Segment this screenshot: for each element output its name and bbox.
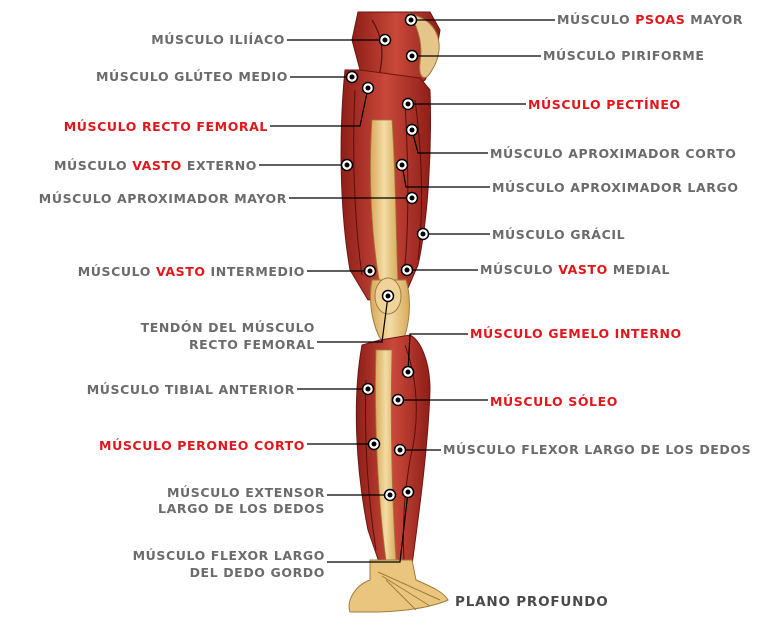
label-text: MÚSCULO EXTENSOR bbox=[167, 485, 325, 500]
right-6-marker-dot bbox=[405, 268, 410, 273]
right-label-5: MÚSCULO GRÁCIL bbox=[492, 227, 625, 242]
label-text: VASTO bbox=[156, 264, 206, 279]
label-text: MÚSCULO APROXIMADOR LARGO bbox=[492, 180, 739, 195]
label-text: VASTO bbox=[558, 262, 608, 277]
left-4-marker-dot bbox=[410, 196, 415, 201]
right-5-marker-dot bbox=[421, 232, 426, 237]
left-10-marker-dot bbox=[388, 493, 393, 498]
right-7-marker-dot bbox=[406, 370, 411, 375]
label-text: MÚSCULO APROXIMADOR MAYOR bbox=[39, 191, 287, 206]
left-label-2: MÚSCULO RECTO FEMORAL bbox=[64, 119, 268, 134]
right-3-marker-dot bbox=[410, 128, 415, 133]
label-text: MÚSCULO ILIÍACO bbox=[151, 32, 285, 47]
label-text: MÚSCULO FLEXOR LARGO DE LOS DEDOS bbox=[443, 442, 751, 457]
label-text: MAYOR bbox=[685, 12, 743, 27]
left-label-4: MÚSCULO APROXIMADOR MAYOR bbox=[39, 191, 287, 206]
right-label-9: MÚSCULO FLEXOR LARGO DE LOS DEDOS bbox=[443, 442, 751, 457]
caption: PLANO PROFUNDO bbox=[455, 594, 609, 610]
left-label-10: MÚSCULO EXTENSOR bbox=[167, 485, 325, 500]
label-text: MÚSCULO RECTO FEMORAL bbox=[64, 119, 268, 134]
label-text: RECTO FEMORAL bbox=[189, 337, 315, 352]
label-text: PSOAS bbox=[635, 12, 685, 27]
left-label-13: DEL DEDO GORDO bbox=[190, 565, 325, 580]
left-label-12: MÚSCULO FLEXOR LARGO bbox=[133, 548, 325, 563]
right-label-1: MÚSCULO PIRIFORME bbox=[543, 48, 704, 63]
label-text: MÚSCULO FLEXOR LARGO bbox=[133, 548, 325, 563]
right-label-3: MÚSCULO APROXIMADOR CORTO bbox=[490, 146, 736, 161]
left-label-1: MÚSCULO GLÚTEO MEDIO bbox=[96, 69, 288, 84]
label-text: MÚSCULO GEMELO INTERNO bbox=[470, 326, 682, 341]
left-label-8: MÚSCULO TIBIAL ANTERIOR bbox=[87, 382, 295, 397]
label-text: MÚSCULO PIRIFORME bbox=[543, 48, 704, 63]
right-label-6: MÚSCULO VASTO MEDIAL bbox=[480, 262, 670, 277]
left-6-marker-dot bbox=[386, 294, 391, 299]
foot-region bbox=[349, 560, 448, 612]
left-label-3: MÚSCULO VASTO EXTERNO bbox=[54, 158, 257, 173]
left-label-9: MÚSCULO PERONEO CORTO bbox=[99, 438, 305, 453]
left-5-marker-dot bbox=[368, 269, 373, 274]
label-text: MÚSCULO bbox=[480, 262, 558, 277]
left-label-7: RECTO FEMORAL bbox=[189, 337, 315, 352]
label-text: EXTERNO bbox=[182, 158, 257, 173]
left-2-marker-dot bbox=[366, 86, 371, 91]
right-2-marker-dot bbox=[406, 102, 411, 107]
label-text: LARGO DE LOS DEDOS bbox=[158, 501, 325, 516]
left-8-marker-dot bbox=[366, 387, 371, 392]
right-label-7: MÚSCULO GEMELO INTERNO bbox=[470, 326, 682, 341]
label-text: MÚSCULO bbox=[54, 158, 132, 173]
right-label-4: MÚSCULO APROXIMADOR LARGO bbox=[492, 180, 739, 195]
right-1-marker-dot bbox=[410, 54, 415, 59]
left-1-marker-dot bbox=[350, 75, 355, 80]
label-text: MEDIAL bbox=[608, 262, 670, 277]
label-text: INTERMEDIO bbox=[206, 264, 305, 279]
label-text: MÚSCULO SÓLEO bbox=[490, 394, 618, 409]
left-label-6: TENDÓN DEL MÚSCULO bbox=[141, 320, 315, 335]
left-label-5: MÚSCULO VASTO INTERMEDIO bbox=[78, 264, 305, 279]
right-8-marker-dot bbox=[396, 398, 401, 403]
right-4-marker-dot bbox=[400, 163, 405, 168]
label-text: MÚSCULO bbox=[557, 12, 635, 27]
label-text: MÚSCULO APROXIMADOR CORTO bbox=[490, 146, 736, 161]
left-12-marker-dot bbox=[406, 490, 411, 495]
label-text: TENDÓN DEL MÚSCULO bbox=[141, 320, 315, 335]
right-9-marker-dot bbox=[398, 448, 403, 453]
left-9-marker-dot bbox=[372, 442, 377, 447]
label-text: MÚSCULO PERONEO CORTO bbox=[99, 438, 305, 453]
label-text: DEL DEDO GORDO bbox=[190, 565, 325, 580]
label-text: MÚSCULO bbox=[78, 264, 156, 279]
right-label-8: MÚSCULO SÓLEO bbox=[490, 394, 618, 409]
left-3-marker-dot bbox=[345, 163, 350, 168]
label-text: MÚSCULO TIBIAL ANTERIOR bbox=[87, 382, 295, 397]
label-text: MÚSCULO PECTÍNEO bbox=[528, 97, 681, 112]
left-0-marker-dot bbox=[383, 38, 388, 43]
right-label-0: MÚSCULO PSOAS MAYOR bbox=[557, 12, 743, 27]
label-text: MÚSCULO GRÁCIL bbox=[492, 227, 625, 242]
right-label-2: MÚSCULO PECTÍNEO bbox=[528, 97, 681, 112]
left-label-11: LARGO DE LOS DEDOS bbox=[158, 501, 325, 516]
right-0-marker-dot bbox=[409, 18, 414, 23]
label-text: VASTO bbox=[132, 158, 182, 173]
label-text: MÚSCULO GLÚTEO MEDIO bbox=[96, 69, 288, 84]
knee-region bbox=[371, 278, 410, 345]
left-label-0: MÚSCULO ILIÍACO bbox=[151, 32, 285, 47]
